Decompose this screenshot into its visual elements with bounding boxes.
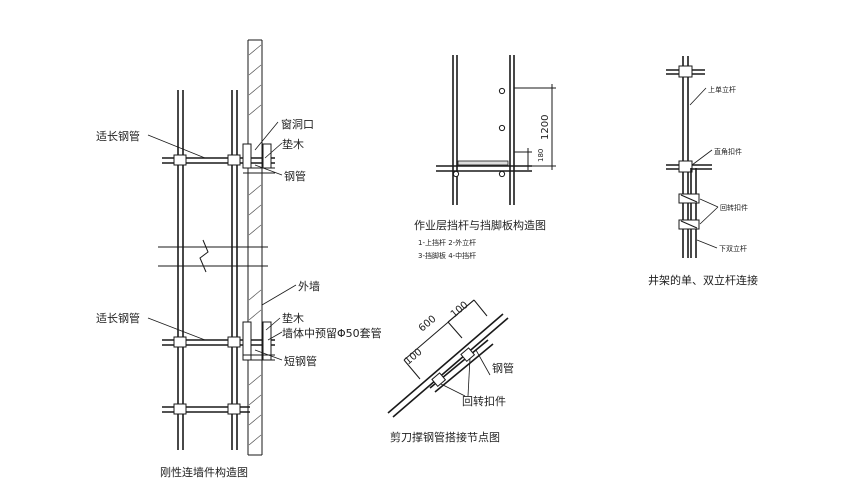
caption-cross-brace: 剪刀撑钢管搭接节点图 [390, 430, 500, 444]
legend-line-2: 3-挡脚板 4-中挡杆 [418, 251, 476, 260]
scaffold-poles [177, 90, 238, 450]
label-brace-steel-pipe: 钢管 [492, 361, 514, 375]
brace-leaders [440, 349, 491, 397]
left-leaders [147, 121, 297, 361]
label-long-pipe-bottom: 适长钢管 [96, 311, 140, 325]
label-outer-wall: 外墙 [298, 279, 320, 293]
dim-1200: 1200 [540, 115, 551, 140]
caption-rigid-wall-tie: 刚性连墙件构造图 [160, 465, 248, 479]
label-swivel-clamp: 回转扣件 [720, 203, 748, 212]
caption-guardrail: 作业层挡杆与挡脚板构造图 [414, 218, 546, 232]
break-band [158, 239, 268, 273]
label-lower-double-pole: 下双立杆 [719, 244, 747, 253]
single-double-pole-figure: 上单立杆 直角扣件 回转扣件 下双立杆 井架的单、双立杆连接 [648, 56, 758, 287]
label-long-pipe-top: 适长钢管 [96, 129, 140, 143]
cross-brace-lap-figure: 600 100 100 钢管 回转扣件 剪刀撑钢管搭接节点图 [387, 300, 514, 444]
dim-100a: 100 [403, 347, 425, 368]
caption-pole-connection: 井架的单、双立杆连接 [648, 273, 758, 287]
label-pad-top: 垫木 [282, 137, 304, 151]
dim-180: 180 [537, 149, 545, 162]
label-pad-bottom: 垫木 [282, 311, 304, 325]
label-short-pipe: 短钢管 [284, 354, 317, 368]
rigid-wall-tie-figure: 适长钢管 窗洞口 垫木 钢管 外墙 适长钢管 垫木 墙体中预留Φ50套管 短钢管… [96, 39, 382, 479]
label-upper-single-pole: 上单立杆 [708, 85, 736, 94]
guardrail-toeboard-figure: 1200 180 作业层挡杆与挡脚板构造图 1-上挡杆 2-外立杆 3-挡脚板 … [414, 55, 556, 260]
label-brace-clamp: 回转扣件 [462, 394, 506, 408]
label-right-angle-clamp: 直角扣件 [714, 147, 742, 156]
dim-600: 600 [417, 314, 439, 335]
label-window: 窗洞口 [281, 117, 314, 131]
label-sleeve: 墙体中预留Φ50套管 [282, 326, 382, 340]
right-leaders [689, 87, 719, 249]
label-steel-pipe-top: 钢管 [284, 169, 306, 183]
top-tie-pipes [162, 143, 275, 174]
dim-100b: 100 [449, 300, 471, 321]
lower-tie-pipes [162, 321, 275, 415]
legend-line-1: 1-上挡杆 2-外立杆 [418, 238, 476, 247]
